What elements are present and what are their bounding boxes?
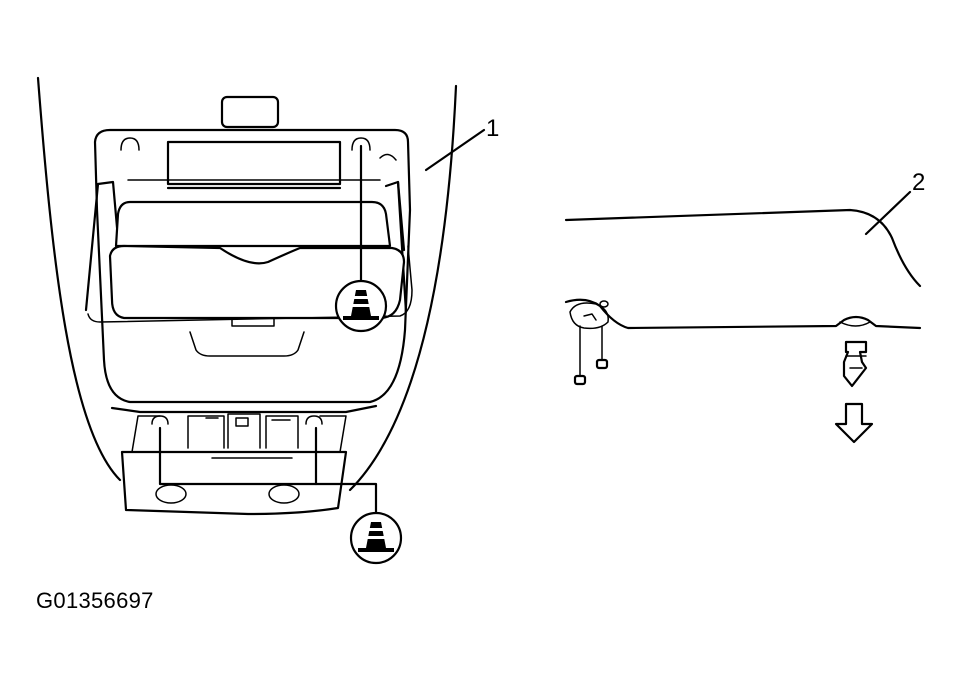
callout-2-label: 2: [912, 169, 925, 196]
removal-direction-arrow-icon: [834, 402, 874, 444]
overhead-console-assembly: [36, 76, 458, 520]
callout-2: 2: [864, 169, 925, 236]
figure-id-label: G01356697: [36, 588, 154, 613]
retaining-clip-symbol-icon: [349, 511, 403, 565]
console-side-section: [564, 208, 922, 388]
retaining-clip-symbol-icon: [334, 279, 388, 333]
callout-1: 1: [424, 115, 499, 172]
callout-1-label: 1: [486, 115, 499, 142]
